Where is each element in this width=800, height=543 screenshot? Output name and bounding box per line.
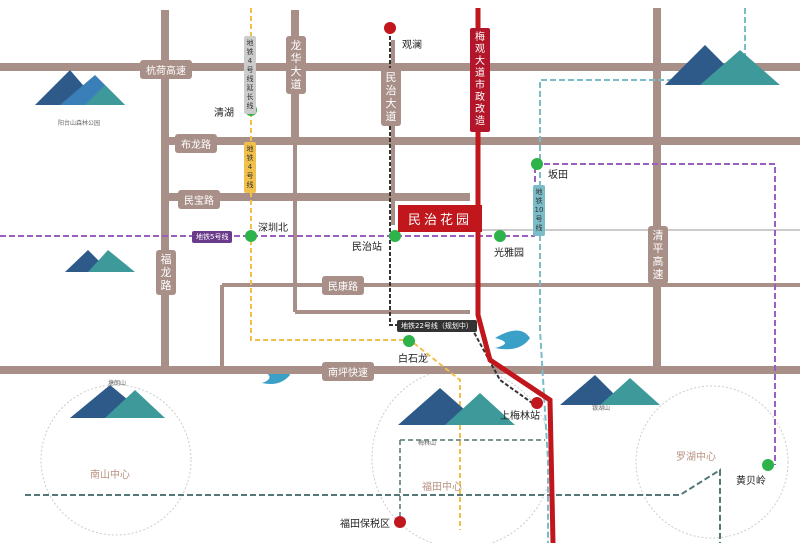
road-label-longhua: 龙华大道 (286, 36, 306, 94)
mountain-icon (35, 70, 125, 105)
metro-line-futian (399, 439, 545, 520)
road-label-bulong: 布龙路 (175, 134, 217, 153)
road-label-fulong: 福龙路 (156, 250, 176, 295)
station-baishilong: 白石龙 (398, 354, 428, 365)
station-shenzhenbei: 深圳北 (258, 223, 288, 234)
metro-line-4 (250, 8, 461, 530)
station-marker (384, 22, 396, 34)
station-guangya: 光雅园 (494, 248, 524, 259)
station-marker (494, 230, 506, 242)
park-meilinshan: 梅林山 (418, 440, 437, 447)
road-label-minzhi-ave: 民治大道 (381, 68, 401, 126)
road-label-minbao: 民宝路 (178, 190, 220, 209)
station-marker (389, 230, 401, 242)
station-minzhi: 民治站 (352, 242, 382, 253)
station-qinghu: 清湖 (214, 108, 234, 119)
mountain-icon (560, 375, 660, 405)
station-huangbeiling: 黄贝岭 (736, 476, 766, 487)
nanshan-zone-circle (40, 384, 192, 536)
mountain-icon (665, 45, 780, 85)
station-guanlan: 观澜 (402, 40, 422, 51)
metro-label-line4: 地铁4号线延长线 (244, 36, 256, 114)
metro-label-line5: 地铁5号线 (192, 231, 233, 243)
station-marker (762, 459, 774, 471)
station-futian-free: 福田保税区 (340, 519, 390, 530)
zone-nanshan: 南山中心 (90, 470, 130, 481)
metro-label-line4b: 地铁4号线 (244, 142, 256, 193)
zone-luohu: 罗湖中心 (676, 452, 716, 463)
station-marker (531, 158, 543, 170)
park-yinhushan: 银湖山 (592, 405, 611, 412)
park-yangtaishan: 阳台山森林公园 (58, 120, 101, 127)
road-label-minkang: 民康路 (322, 276, 364, 295)
metro-line-bottom (25, 468, 721, 543)
zone-futian: 福田中心 (422, 482, 462, 493)
station-marker (403, 335, 415, 347)
project-label: 民治花园 (398, 205, 483, 232)
luohu-zone-circle (635, 385, 789, 539)
metro-label-line10: 地铁10号线 (533, 185, 545, 236)
lake-icon (495, 330, 530, 350)
metro-label-line22: 地铁22号线（规划中） (397, 320, 477, 332)
park-tanglangshan: 塘朗山 (108, 380, 127, 387)
mountain-icon (65, 250, 135, 272)
road-label-nanping: 南坪快速 (322, 362, 374, 381)
station-marker (394, 516, 406, 528)
station-marker (531, 397, 543, 409)
mountain-icon (70, 385, 165, 418)
road-label-hanghe: 杭荷高速 (140, 60, 192, 79)
station-marker (245, 230, 257, 242)
mountain-icon (398, 388, 515, 425)
station-shangling: 上梅林站 (500, 411, 540, 422)
road-label-meiguan: 梅观大道市政改造 (470, 28, 490, 132)
station-bantian: 坂田 (548, 170, 568, 181)
road-label-qingping: 清平高速 (648, 226, 668, 284)
